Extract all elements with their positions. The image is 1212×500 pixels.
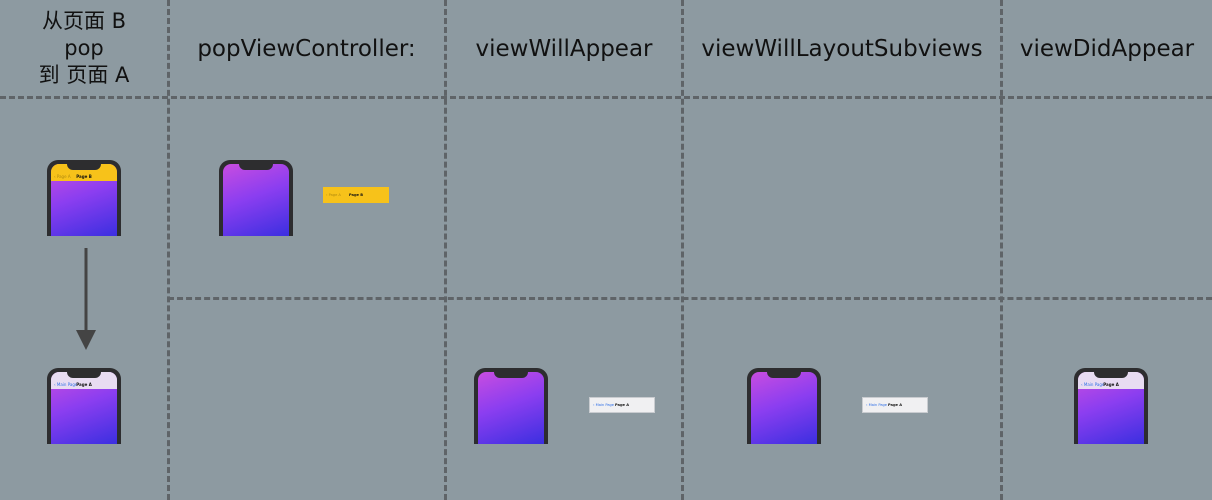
phone-notch xyxy=(67,372,101,378)
detached-page-b-navbar: ‹ Page A Page B xyxy=(323,187,389,203)
phone-no-navbar xyxy=(747,368,821,444)
back-button: ‹ Main Page xyxy=(1081,382,1105,387)
phone-screen xyxy=(223,164,289,236)
phone-screen: ‹ Main Page Page A xyxy=(1078,372,1144,444)
back-label: Main Page xyxy=(868,403,888,407)
header-line: 到 页面 A xyxy=(38,63,130,87)
phone-screen xyxy=(478,372,544,444)
page-b-navbar: ‹ Page A Page B xyxy=(51,164,117,181)
header-pop-view-controller: popViewController: xyxy=(197,35,416,62)
header-line: pop xyxy=(64,36,104,60)
back-label: Main Page xyxy=(595,403,615,407)
back-button: ‹ Main Page xyxy=(54,382,78,387)
column-divider xyxy=(167,0,170,500)
nav-title: Page B xyxy=(76,174,92,179)
phone-notch xyxy=(494,372,528,378)
phone-page-a: ‹ Main Page Page A xyxy=(1074,368,1148,444)
back-label: Page A xyxy=(328,193,341,197)
page-a-navbar: ‹ Main Page Page A xyxy=(51,372,117,389)
back-button: ‹ Page A xyxy=(326,193,341,197)
header-pop-from-b-to-a: 从页面 B pop 到 页面 A xyxy=(0,0,168,97)
back-label: Page A xyxy=(56,174,71,179)
header-view-will-layout-subviews: viewWillLayoutSubviews xyxy=(701,35,983,62)
header-view-did-appear: viewDidAppear xyxy=(1019,35,1195,62)
phone-notch xyxy=(767,372,801,378)
column-divider xyxy=(681,0,684,500)
row-divider xyxy=(168,297,1212,300)
detached-page-a-navbar: ‹ Main Page Page A xyxy=(862,397,928,413)
nav-title: Page A xyxy=(1103,382,1119,387)
phone-notch xyxy=(239,164,273,170)
back-button: ‹ Page A xyxy=(54,174,71,179)
column-divider xyxy=(1000,0,1003,500)
phone-page-b: ‹ Page A Page B xyxy=(47,160,121,236)
phone-screen xyxy=(751,372,817,444)
phone-screen: ‹ Page A Page B xyxy=(51,164,117,236)
back-label: Main Page xyxy=(56,382,78,387)
phone-page-a: ‹ Main Page Page A xyxy=(47,368,121,444)
phone-notch xyxy=(67,164,101,170)
down-arrow-icon xyxy=(76,248,96,350)
back-label: Main Page xyxy=(1083,382,1105,387)
page-a-navbar: ‹ Main Page Page A xyxy=(1078,372,1144,389)
header-view-will-appear: viewWillAppear xyxy=(475,35,653,62)
phone-no-navbar xyxy=(474,368,548,444)
column-divider xyxy=(444,0,447,500)
nav-title: Page A xyxy=(614,403,629,407)
nav-title: Page A xyxy=(76,382,92,387)
back-button: ‹ Main Page xyxy=(593,403,615,407)
nav-title: Page A xyxy=(887,403,902,407)
phone-screen: ‹ Main Page Page A xyxy=(51,372,117,444)
phone-no-navbar xyxy=(219,160,293,236)
detached-page-a-navbar: ‹ Main Page Page A xyxy=(589,397,655,413)
phone-notch xyxy=(1094,372,1128,378)
header-line: 从页面 B xyxy=(41,9,127,33)
back-button: ‹ Main Page xyxy=(866,403,888,407)
header-divider xyxy=(0,96,1212,99)
nav-title: Page B xyxy=(349,193,363,197)
